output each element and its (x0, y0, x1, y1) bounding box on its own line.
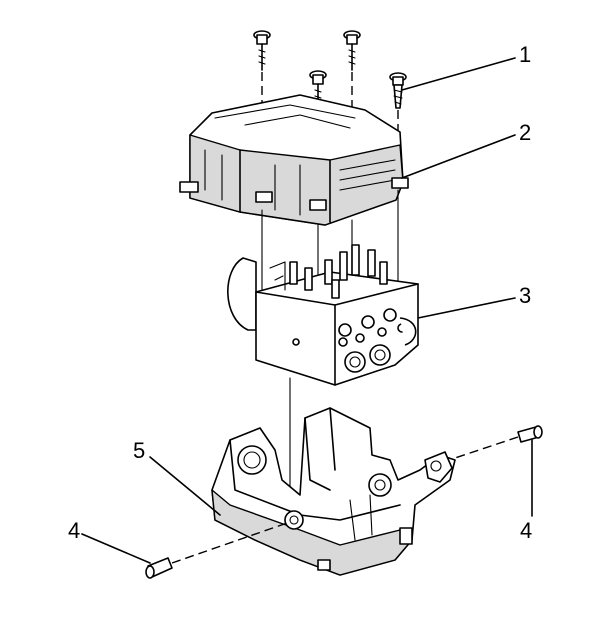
leader-5 (149, 456, 221, 516)
leader-2 (401, 134, 516, 179)
leader-4-left (81, 533, 151, 564)
bolt-right (389, 72, 407, 109)
bolt-top-left (253, 30, 271, 71)
control-module (179, 94, 409, 226)
callout-2: 2 (519, 120, 532, 145)
hydraulic-modulator (227, 244, 419, 386)
bushing-bolt-right (454, 425, 543, 459)
bolt-top-mid (343, 30, 361, 71)
leader-1 (401, 57, 516, 91)
mounting-bracket (211, 407, 456, 576)
callout-3: 3 (519, 283, 532, 308)
callout-1: 1 (519, 42, 532, 67)
callout-4-left: 4 (68, 518, 81, 543)
callout-4-right: 4 (520, 518, 533, 543)
callout-5: 5 (133, 438, 146, 463)
leader-3 (417, 297, 516, 319)
bushing-bolt-left (145, 521, 291, 579)
